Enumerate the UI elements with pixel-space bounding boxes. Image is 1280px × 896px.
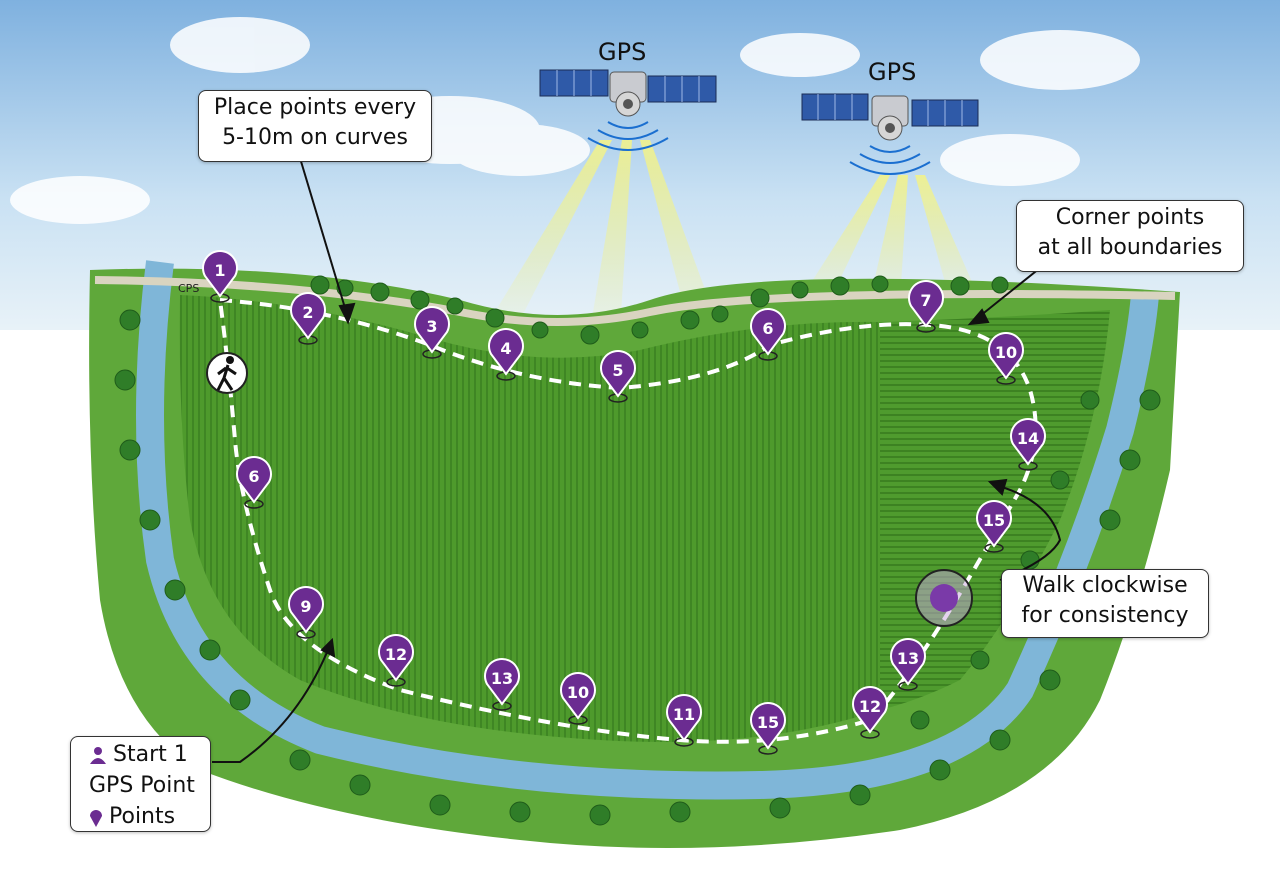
- callout-walk-clockwise: Walk clockwise for consistency: [1001, 569, 1209, 638]
- gps-point-marker: 13: [890, 638, 926, 691]
- pin-icon: [890, 638, 926, 686]
- callout-line: Corner points: [1055, 205, 1205, 230]
- marker-number: 13: [897, 649, 919, 668]
- gps-point-marker: 5: [600, 350, 636, 403]
- marker-number: 4: [500, 339, 511, 358]
- pin-icon: [750, 702, 786, 750]
- person-icon: [90, 747, 106, 764]
- gps-point-marker: 6: [236, 456, 272, 509]
- legend-row: GPS Point: [89, 770, 210, 801]
- gps-point-marker: 7: [908, 280, 944, 333]
- pin-icon: [560, 672, 596, 720]
- marker-number: 1: [214, 261, 225, 280]
- marker-number: 6: [248, 467, 259, 486]
- gps-point-marker: 15: [750, 702, 786, 755]
- satellite-icon: [539, 69, 717, 151]
- callout-line: Walk clockwise: [1022, 573, 1188, 598]
- crop-field: [179, 295, 880, 742]
- satellite-beams: [490, 140, 980, 330]
- marker-number: 10: [567, 683, 589, 702]
- trees: [114, 275, 1161, 826]
- gps-point-marker: 14: [1010, 418, 1046, 471]
- marker-number: 2: [302, 303, 313, 322]
- marker-number: 11: [673, 705, 695, 724]
- gps-point-marker: 1: [202, 250, 238, 303]
- marker-number: 10: [995, 343, 1017, 362]
- pin-icon: [90, 810, 102, 827]
- legend-row: Points: [89, 801, 210, 832]
- marker-number: 14: [1017, 429, 1039, 448]
- legend-label: GPS Point: [89, 773, 195, 798]
- gps-point-marker: 13: [484, 658, 520, 711]
- pin-icon: [908, 280, 944, 328]
- pin-icon: [488, 328, 524, 376]
- callout-place-points: Place points every 5-10m on curves: [198, 90, 432, 162]
- marker-number: 9: [300, 597, 311, 616]
- callout-line: 5-10m on curves: [222, 125, 408, 150]
- callout-line: for consistency: [1021, 603, 1189, 628]
- road-sign: CPS: [178, 282, 200, 295]
- satellite-icon: [801, 93, 979, 175]
- road: [94, 276, 1176, 326]
- gps-point-marker: 9: [288, 586, 324, 639]
- pin-icon: [288, 586, 324, 634]
- pin-icon: [666, 694, 702, 742]
- legend-label: Start 1: [113, 742, 188, 767]
- pin-icon: [202, 250, 238, 298]
- marker-number: 12: [385, 645, 407, 664]
- pin-icon: [290, 292, 326, 340]
- pin-icon: [750, 308, 786, 356]
- marker-number: 5: [612, 361, 623, 380]
- target-icon: [915, 569, 973, 627]
- gps-point-marker: 12: [378, 634, 414, 687]
- pin-icon: [976, 500, 1012, 548]
- hiker-icon: [206, 352, 248, 394]
- legend: Start 1 GPS Point Points: [70, 736, 211, 832]
- gps-point-marker: 10: [560, 672, 596, 725]
- callout-line: at all boundaries: [1037, 235, 1223, 260]
- marker-number: 6: [762, 319, 773, 338]
- river: [136, 260, 1159, 800]
- marker-number: 3: [426, 317, 437, 336]
- gps-point-marker: 4: [488, 328, 524, 381]
- callout-corner-points: Corner points at all boundaries: [1016, 200, 1244, 272]
- gps-point-marker: 11: [666, 694, 702, 747]
- pin-icon: [414, 306, 450, 354]
- callout-line: Place points every: [213, 95, 417, 120]
- marker-number: 7: [920, 291, 931, 310]
- pin-icon: [852, 686, 888, 734]
- gps-point-marker: 10: [988, 332, 1024, 385]
- satellite-label: GPS: [868, 58, 917, 86]
- legend-label: Points: [109, 804, 176, 829]
- gps-point-marker: 3: [414, 306, 450, 359]
- callout-arrows: [212, 157, 1062, 763]
- marker-number: 13: [491, 669, 513, 688]
- gps-point-marker: 15: [976, 500, 1012, 553]
- marker-number: 15: [757, 713, 779, 732]
- legend-row: Start 1: [89, 739, 210, 770]
- gps-point-marker: 6: [750, 308, 786, 361]
- gps-point-marker: 2: [290, 292, 326, 345]
- pin-icon: [600, 350, 636, 398]
- pin-icon: [1010, 418, 1046, 466]
- marker-number: 12: [859, 697, 881, 716]
- pin-icon: [988, 332, 1024, 380]
- marker-number: 15: [983, 511, 1005, 530]
- pin-icon: [484, 658, 520, 706]
- gps-point-marker: 12: [852, 686, 888, 739]
- pin-icon: [378, 634, 414, 682]
- satellite-label: GPS: [598, 38, 647, 66]
- pin-icon: [236, 456, 272, 504]
